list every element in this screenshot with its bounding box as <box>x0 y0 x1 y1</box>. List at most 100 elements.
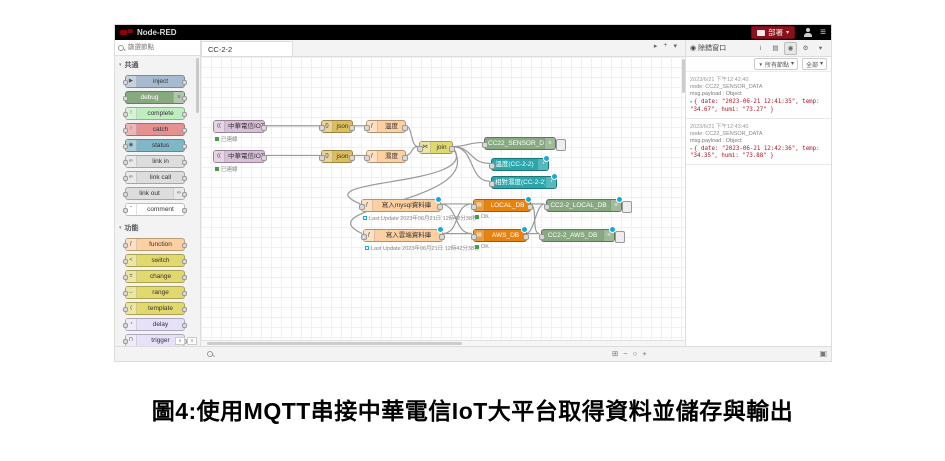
palette-node-link-in[interactable]: ∞ link in <box>123 155 187 168</box>
config-gear-icon[interactable]: ⚙ <box>802 45 809 52</box>
status-square-icon <box>365 246 369 250</box>
debug-node-local-db[interactable]: CC2-2_LOCAL_DB ≡ <box>544 196 632 213</box>
palette-node-link-call[interactable]: ∞ link call <box>123 171 187 184</box>
output-port[interactable] <box>402 125 408 131</box>
user-icon[interactable] <box>803 28 812 37</box>
expand-payload-icon[interactable]: ▸ <box>690 99 694 105</box>
status-icon: ◉ <box>126 140 137 151</box>
output-port[interactable] <box>449 146 455 152</box>
function-node-humidity[interactable]: ƒ 濕度 <box>364 150 408 163</box>
zoom-out-icon[interactable]: − <box>623 348 628 358</box>
palette-scrollbar[interactable] <box>196 58 199 113</box>
palette-category-common[interactable]: ▾ 共通 <box>119 62 139 69</box>
input-port[interactable] <box>364 155 370 161</box>
output-port[interactable] <box>437 204 443 210</box>
input-port[interactable] <box>489 181 495 187</box>
node-palette: ▾ 共通 ▶ inject ≡ debug ! complete ! ca <box>115 40 201 346</box>
palette-node-status[interactable]: ◉ status <box>123 139 187 152</box>
gauge-node-humidity[interactable]: 相對濕度(CC-2-2) ◔ <box>489 173 558 189</box>
output-port[interactable] <box>349 155 355 161</box>
palette-node-complete[interactable]: ! complete <box>123 107 187 120</box>
palette-node-comment[interactable]: “ comment <box>123 203 187 216</box>
deploy-button[interactable]: 部署 ▾ <box>751 26 796 39</box>
palette-node-link-out[interactable]: ∞ link out <box>123 187 187 200</box>
info-tab-icon[interactable]: i <box>759 44 762 52</box>
debug-node-sensor-data[interactable]: CC22_SENSOR_DATA ≡ <box>482 137 566 151</box>
help-tab-icon[interactable]: ▤ <box>772 45 779 52</box>
output-port[interactable] <box>349 125 355 131</box>
collapse-down-icon[interactable]: ∨ <box>187 337 197 345</box>
debug-toggle-button[interactable] <box>622 201 632 213</box>
json-node-humidity[interactable]: {} json <box>319 150 355 163</box>
output-port[interactable] <box>523 234 529 240</box>
palette-node-template[interactable]: { template <box>123 302 187 315</box>
debug-node-aws-db[interactable]: CC2-2_AWS_DB ≡ <box>539 226 625 243</box>
canvas-horizontal-scrollbar[interactable] <box>201 340 685 346</box>
collapse-up-icon[interactable]: ∧ <box>175 337 185 345</box>
zoom-in-icon[interactable]: + <box>642 348 647 358</box>
function-node-write-cloud[interactable]: ƒ 寫入雲端資料庫 Last Update 2023年06月21日 12時42分… <box>361 226 480 252</box>
output-port[interactable] <box>527 204 533 210</box>
gauge-node-temperature[interactable]: 溫度(CC-2-2) ◔ <box>489 155 550 171</box>
mysql-node-aws-db[interactable]: ▤ AWS_DB OK <box>471 226 529 250</box>
input-port[interactable] <box>544 204 550 210</box>
input-port[interactable] <box>364 125 370 131</box>
flow-canvas[interactable]: (( 中華電信IOT_溫度 已連線 {} json ƒ <box>201 57 685 340</box>
input-port[interactable] <box>471 234 477 240</box>
canvas-vertical-scrollbar[interactable] <box>681 57 685 340</box>
join-icon: ⋈ <box>420 142 431 153</box>
input-port[interactable] <box>417 146 423 152</box>
flow-search-icon[interactable]: ▸ <box>653 43 658 50</box>
add-flow-button[interactable]: + <box>663 42 668 49</box>
debug-toggle-button[interactable] <box>615 231 625 243</box>
output-port[interactable] <box>261 125 267 131</box>
input-port[interactable] <box>539 234 545 240</box>
expand-payload-icon[interactable]: ▸ <box>690 145 694 152</box>
palette-search-input[interactable] <box>126 43 190 52</box>
input-port[interactable] <box>359 204 365 210</box>
output-port[interactable] <box>439 234 445 240</box>
bug-icon: ◉ <box>690 45 697 52</box>
debug-filter-nodes-button[interactable]: ▼ 所有節點 ▾ <box>754 58 798 70</box>
output-port[interactable] <box>261 155 267 161</box>
changed-dot-icon <box>437 226 444 233</box>
hamburger-menu-icon[interactable]: ≡ <box>820 26 826 38</box>
palette-node-change[interactable]: ± change <box>123 270 187 283</box>
palette-node-function[interactable]: ƒ function <box>123 238 187 251</box>
zoom-fit-icon[interactable]: ⊞ <box>612 348 619 358</box>
flow-tab[interactable]: CC-2-2 <box>201 41 293 56</box>
input-port[interactable] <box>319 155 325 161</box>
input-port[interactable] <box>471 204 477 210</box>
output-port[interactable] <box>402 155 408 161</box>
debug-toggle-button[interactable] <box>556 139 566 151</box>
mysql-node-local-db[interactable]: ▤ LOCAL_DB OK <box>471 196 533 220</box>
function-node-temperature[interactable]: ƒ 溫度 <box>364 120 408 133</box>
join-node[interactable]: ⋈ join <box>417 141 455 154</box>
palette-search[interactable] <box>115 40 200 56</box>
sidebar-caret-icon[interactable]: ▾ <box>818 45 823 52</box>
palette-node-inject[interactable]: ▶ inject <box>123 75 187 88</box>
json-node-temperature[interactable]: {} json <box>319 120 355 133</box>
sidebar-title: ◉ 除錯窗口 <box>690 45 727 52</box>
mqtt-in-node-humidity[interactable]: (( 中華電信IOT_濕度 已連線 <box>213 150 267 173</box>
input-port[interactable] <box>489 163 495 169</box>
function-node-write-mysql[interactable]: ƒ 寫入mysql資料庫 Last Update 2023年06月21日 12時… <box>359 196 478 222</box>
input-port[interactable] <box>319 125 325 131</box>
palette-node-range[interactable]: ↔ range <box>123 286 187 299</box>
footer-search-icon[interactable] <box>207 350 213 357</box>
switch-icon: < <box>126 255 137 266</box>
input-port[interactable] <box>482 142 488 148</box>
palette-node-delay[interactable]: ◔ delay <box>123 318 187 331</box>
palette-node-switch[interactable]: < switch <box>123 254 187 267</box>
zoom-reset-icon[interactable]: ○ <box>632 348 638 358</box>
palette-category-function[interactable]: ▾ 功能 <box>119 225 139 232</box>
palette-node-catch[interactable]: ! catch <box>123 123 187 136</box>
debug-tab-icon[interactable]: ◉ <box>784 41 797 55</box>
input-port[interactable] <box>361 234 367 240</box>
mqtt-in-node-temperature[interactable]: (( 中華電信IOT_溫度 已連線 <box>213 120 267 143</box>
flow-list-caret-icon[interactable]: ▾ <box>673 43 677 50</box>
deploy-caret-icon[interactable]: ▾ <box>786 29 790 36</box>
sidebar-expand-icon[interactable]: ▣ <box>819 348 827 358</box>
palette-node-debug[interactable]: ≡ debug <box>123 91 187 104</box>
debug-filter-scope-button[interactable]: 全部 ▾ <box>801 58 827 70</box>
